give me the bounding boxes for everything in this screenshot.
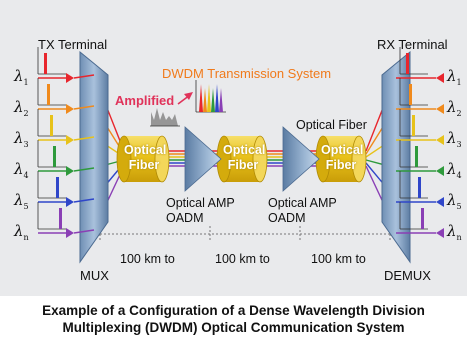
fiber-spool-3 xyxy=(315,135,367,183)
amplified-peak xyxy=(207,84,211,112)
amplified-peak xyxy=(203,88,207,112)
rx-terminal-label: RX Terminal xyxy=(377,37,448,52)
caption-line-2: Multiplexing (DWDM) Optical Communicatio… xyxy=(62,320,405,335)
mux-block xyxy=(79,50,109,264)
demux-label: DEMUX xyxy=(384,268,431,283)
amplified-peak xyxy=(211,88,215,112)
receiver-2 xyxy=(396,78,444,114)
wavelength-label-right-5: λ5 xyxy=(447,191,462,211)
amplified-label: Amplified xyxy=(115,93,175,108)
rx-receivers xyxy=(396,47,444,238)
wavelength-label-left-4: λ4 xyxy=(14,160,29,180)
source-2 xyxy=(37,78,95,114)
fiber-spool-1 xyxy=(116,135,170,183)
wavelength-label-right-6: λn xyxy=(447,222,462,242)
receiver-4 xyxy=(396,140,444,176)
wavelength-label-left-6: λn xyxy=(14,222,29,242)
receiver-3 xyxy=(396,109,444,145)
amplified-arrow-icon xyxy=(177,92,193,105)
amplified-peak xyxy=(215,84,219,112)
wavelength-label-right-1: λ1 xyxy=(447,67,462,87)
fiber-spool-2 xyxy=(216,135,268,183)
optical-amp-2 xyxy=(282,126,320,192)
optical-amp-1 xyxy=(184,126,222,192)
source-6 xyxy=(37,202,95,238)
spectrum-before xyxy=(150,108,180,127)
wavelength-label-left-1: λ1 xyxy=(14,67,29,87)
amplified-peak xyxy=(199,84,203,112)
tx-terminal-label: TX Terminal xyxy=(38,37,108,52)
source-5 xyxy=(37,171,95,207)
caption-box: Example of a Configuration of a Dense Wa… xyxy=(0,296,467,342)
wavelength-label-right-4: λ4 xyxy=(447,160,462,180)
amplified-peak xyxy=(219,88,223,112)
wavelength-label-right-2: λ2 xyxy=(447,98,462,118)
tx-sources xyxy=(37,47,95,238)
wavelength-label-left-3: λ3 xyxy=(14,129,29,149)
source-3 xyxy=(37,109,95,145)
diagram-graphics xyxy=(37,47,444,264)
optical-fiber-label: Optical Fiber xyxy=(296,118,367,132)
span-1-label: 100 km to xyxy=(120,252,175,266)
wavelength-label-right-3: λ3 xyxy=(447,129,462,149)
source-1 xyxy=(37,47,95,83)
receiver-1 xyxy=(396,47,444,83)
caption-line-1: Example of a Configuration of a Dense Wa… xyxy=(42,303,425,318)
mux-label: MUX xyxy=(80,268,109,283)
wavelength-label-left-5: λ5 xyxy=(14,191,29,211)
spectrum-after xyxy=(195,80,226,113)
demux-block xyxy=(381,50,411,264)
receiver-6 xyxy=(396,202,444,238)
source-4 xyxy=(37,140,95,176)
system-title: DWDM Transmission System xyxy=(162,66,332,81)
span-3-label: 100 km to xyxy=(311,252,366,266)
receiver-5 xyxy=(396,171,444,207)
wavelength-label-left-2: λ2 xyxy=(14,98,29,118)
span-2-label: 100 km to xyxy=(215,252,270,266)
